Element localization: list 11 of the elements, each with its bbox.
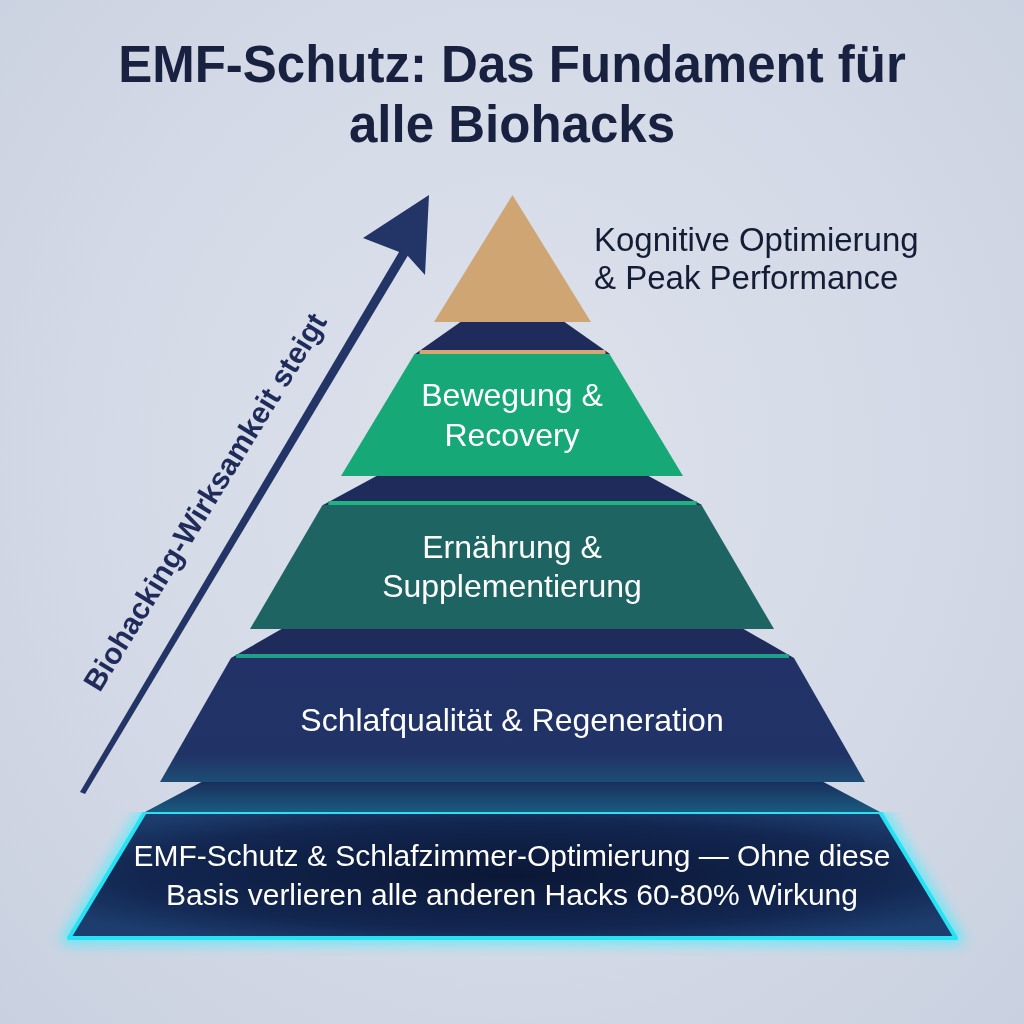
tier-label: EMF-Schutz & Schlafzimmer-Optimierung — Ohne diese Basis verlieren alle anderen Hacks 60-80% Wirkung [132, 838, 892, 913]
pyramid-tier [341, 354, 683, 476]
title: EMF-Schutz: Das Fundament für alle Biohacks [117, 35, 907, 155]
tier-label: Bewegung & Recovery [420, 376, 604, 455]
tier-label: Schlafqualität & Regeneration [299, 701, 725, 740]
pyramid-step [322, 476, 702, 505]
pyramid-step [414, 322, 610, 354]
pyramid-apex [433, 195, 591, 322]
tier-caption: Kognitive Optimierung & Peak Performance [594, 221, 920, 297]
pyramid-step [144, 782, 880, 812]
tier-label: Ernährung & Supplementierung [381, 528, 643, 606]
